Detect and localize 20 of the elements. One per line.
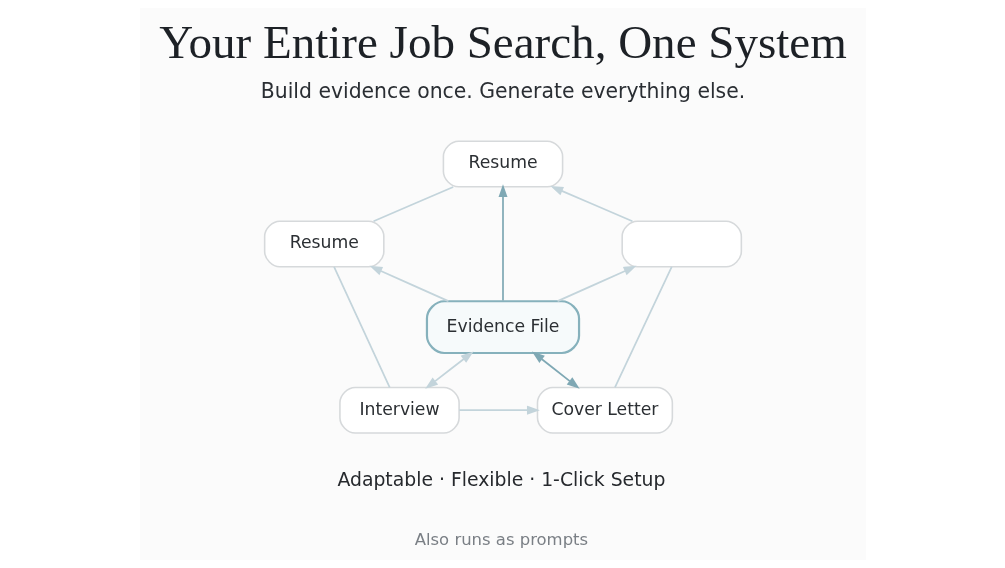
arrow	[424, 351, 474, 389]
connector	[613, 266, 673, 389]
label: Also runs as prompts	[414, 529, 588, 549]
node-box: Cover Letter	[536, 386, 673, 434]
arrow	[369, 265, 449, 302]
node-box: Resume	[263, 220, 385, 268]
arrow	[531, 351, 580, 389]
label: Adaptable · Flexible · 1-Click Setup	[336, 468, 665, 490]
node-box	[620, 220, 742, 268]
node-box: Evidence File	[425, 300, 580, 355]
connector	[372, 186, 454, 223]
diagram-title: Your Entire Job Search, One System	[158, 16, 847, 69]
arrow	[457, 405, 540, 415]
node-box: Resume	[442, 140, 563, 188]
arrow	[556, 265, 636, 302]
label: Build evidence once. Generate everything else.	[260, 79, 745, 104]
arrow	[549, 186, 633, 223]
connector	[332, 266, 391, 389]
arrow	[498, 184, 507, 302]
node-box: Interview	[338, 386, 460, 434]
